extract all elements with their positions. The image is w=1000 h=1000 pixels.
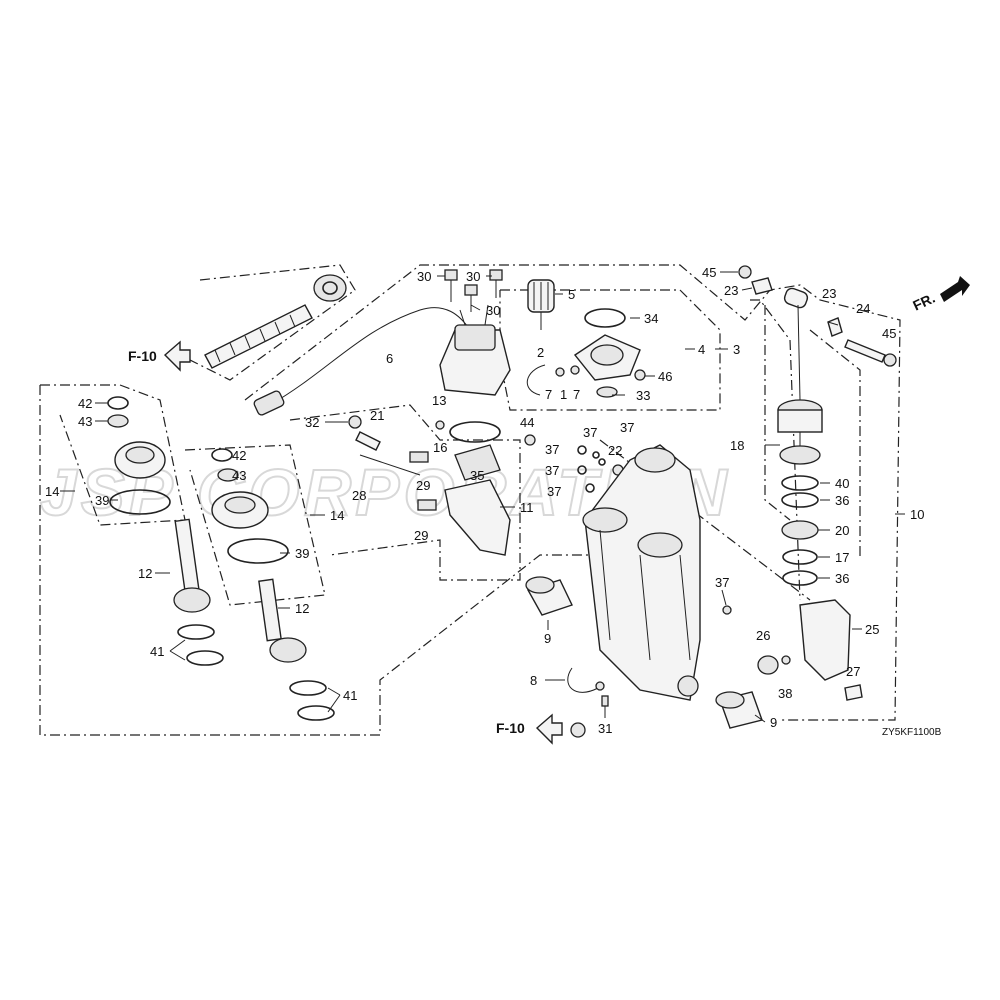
pin-parts (738, 265, 897, 367)
callout-label: 35 (470, 468, 484, 483)
callout-label: 23 (822, 286, 836, 301)
callout-label: 31 (598, 721, 612, 736)
callout-label: 5 (568, 287, 575, 302)
callout-label: 43 (232, 468, 246, 483)
callout-label: 2 (537, 345, 544, 360)
callout-label: 12 (138, 566, 152, 581)
valve-body-part (348, 415, 511, 556)
callout-label: 21 (370, 408, 384, 423)
callout-label: 32 (305, 415, 319, 430)
callout-label: 37 (547, 484, 561, 499)
cylinder-rods (173, 518, 335, 721)
pump-part (527, 308, 646, 398)
cap-parts-left (107, 396, 289, 564)
callout-label: 30 (417, 269, 431, 284)
callout-label: 23 (724, 283, 738, 298)
ref-marker-f10-top: F-10 (128, 348, 157, 364)
front-arrow-icon (940, 276, 970, 302)
callout-label: 34 (644, 311, 658, 326)
callout-label: 39 (295, 546, 309, 561)
callout-label: 40 (835, 476, 849, 491)
callout-label: 42 (78, 396, 92, 411)
callout-label: 27 (846, 664, 860, 679)
cover-part (570, 599, 863, 738)
callout-label: 45 (882, 326, 896, 341)
motor-part (527, 279, 555, 330)
ref-marker-f10-bottom: F-10 (496, 720, 525, 736)
ref-arrow-icons (163, 340, 563, 745)
callout-label: 8 (530, 673, 537, 688)
callout-label: 37 (715, 575, 729, 590)
callout-label: 1 (560, 387, 567, 402)
callout-label: 14 (330, 508, 344, 523)
callout-label: 3 (733, 342, 740, 357)
callout-label: 36 (835, 493, 849, 508)
trim-rod-part (777, 287, 823, 586)
cable-part (253, 307, 471, 416)
callout-label: 9 (770, 715, 777, 730)
callout-label: 13 (432, 393, 446, 408)
callout-label: 41 (343, 688, 357, 703)
callout-label: 41 (150, 644, 164, 659)
callout-label: 37 (583, 425, 597, 440)
callout-label: 7 (545, 387, 552, 402)
callout-label: 45 (702, 265, 716, 280)
callout-label: 14 (45, 484, 59, 499)
front-label: FR. (910, 290, 937, 314)
callout-labels: 30 30 30 45 23 5 34 23 24 45 2 4 3 6 1 7… (45, 265, 924, 736)
trim-housing-part (582, 444, 701, 701)
spring-part (204, 274, 347, 369)
callout-label: 20 (835, 523, 849, 538)
callout-label: 44 (520, 415, 534, 430)
callout-label: 12 (295, 601, 309, 616)
callout-label: 29 (416, 478, 430, 493)
diagram-code: ZY5KF1100B (882, 727, 942, 738)
callout-label: 37 (545, 442, 559, 457)
callout-label: 10 (910, 507, 924, 522)
callout-label: 29 (414, 528, 428, 543)
callout-label: 28 (352, 488, 366, 503)
callout-label: 6 (386, 351, 393, 366)
relay-part (439, 304, 511, 396)
callout-label: 42 (232, 448, 246, 463)
callout-label: 25 (865, 622, 879, 637)
callout-label: 36 (835, 571, 849, 586)
ground-wire-part (567, 667, 609, 707)
callout-label: 22 (608, 443, 622, 458)
callout-label: 46 (658, 369, 672, 384)
callout-label: 24 (856, 301, 870, 316)
callout-label: 17 (835, 550, 849, 565)
callout-label: 43 (78, 414, 92, 429)
bushing-parts (525, 576, 763, 729)
callout-label: 11 (520, 500, 534, 515)
bolt-parts (444, 269, 503, 312)
callout-label: 16 (433, 440, 447, 455)
callout-label: 37 (620, 420, 634, 435)
callout-label: 26 (756, 628, 770, 643)
callout-label: 9 (544, 631, 551, 646)
callout-label: 33 (636, 388, 650, 403)
callout-label: 39 (95, 493, 109, 508)
callout-label: 38 (778, 686, 792, 701)
callout-label: 18 (730, 438, 744, 453)
callout-label: 7 (573, 387, 580, 402)
callout-label: 37 (545, 463, 559, 478)
callout-label: 4 (698, 342, 705, 357)
callout-label: 30 (486, 303, 500, 318)
leader-lines (60, 271, 905, 723)
callout-label: 30 (466, 269, 480, 284)
